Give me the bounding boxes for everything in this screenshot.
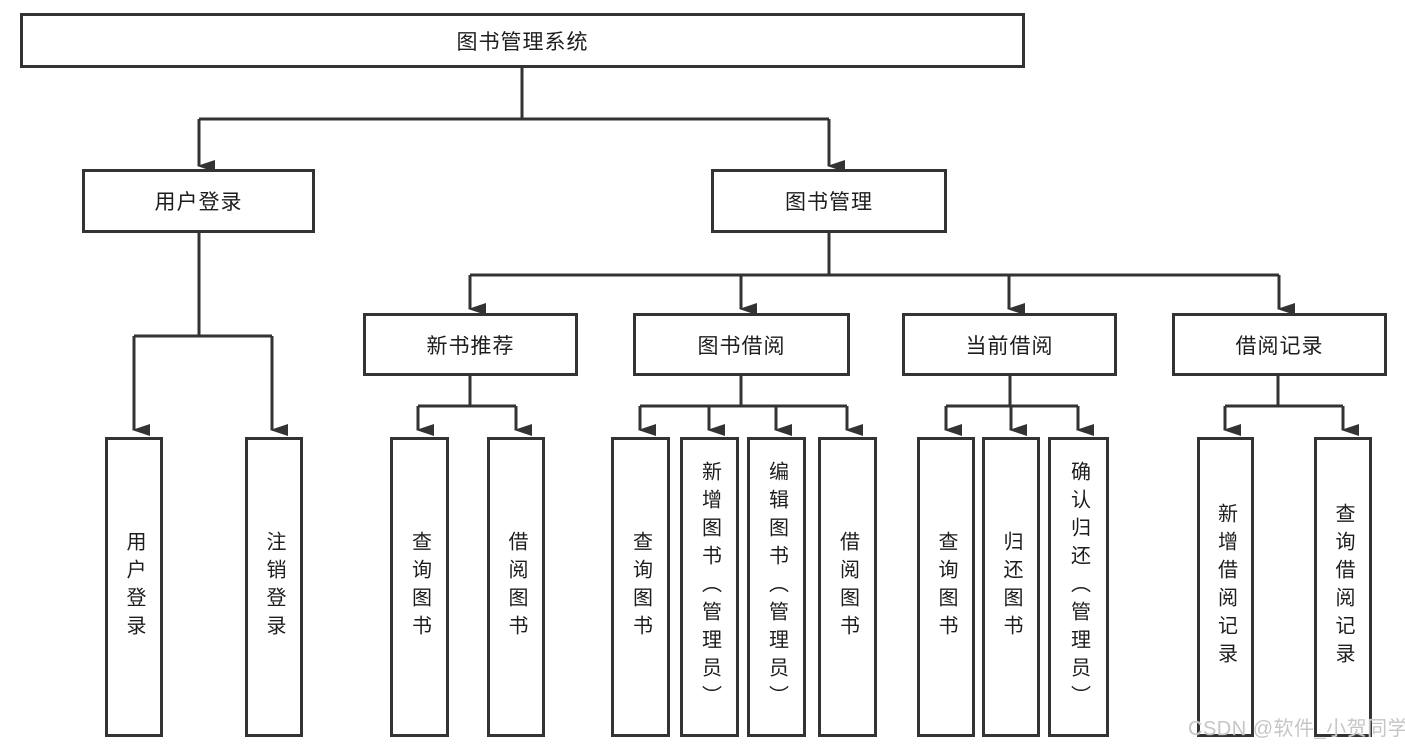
- csdn-watermark: CSDN @软件_小贺同学: [1188, 718, 1405, 740]
- node-current-borrowing: 当前借阅: [902, 313, 1117, 376]
- leaf-query-books-current: 查询图书: [917, 437, 975, 737]
- leaf-query-borrow-record: 查询借阅记录: [1314, 437, 1372, 737]
- leaf-borrow-books-recommend: 借阅图书: [487, 437, 545, 737]
- node-user-login-branch: 用户登录: [82, 169, 315, 233]
- node-library-management-system: 图书管理系统: [20, 13, 1025, 68]
- node-book-borrowing: 图书借阅: [633, 313, 850, 376]
- leaf-query-books-borrowing: 查询图书: [611, 437, 670, 737]
- leaf-return-books: 归还图书: [982, 437, 1040, 737]
- node-borrowing-records: 借阅记录: [1172, 313, 1387, 376]
- leaf-add-borrow-record: 新增借阅记录: [1197, 437, 1254, 737]
- node-book-management-branch: 图书管理: [711, 169, 947, 233]
- leaf-confirm-return-admin: 确认归还（管理员）: [1048, 437, 1109, 737]
- leaf-edit-book-admin: 编辑图书（管理员）: [747, 437, 806, 737]
- leaf-add-book-admin: 新增图书（管理员）: [680, 437, 739, 737]
- leaf-user-login: 用户登录: [105, 437, 163, 737]
- leaf-borrow-books-borrowing: 借阅图书: [818, 437, 877, 737]
- leaf-query-books-recommend: 查询图书: [390, 437, 449, 737]
- node-new-book-recommendation: 新书推荐: [363, 313, 578, 376]
- leaf-logout: 注销登录: [245, 437, 303, 737]
